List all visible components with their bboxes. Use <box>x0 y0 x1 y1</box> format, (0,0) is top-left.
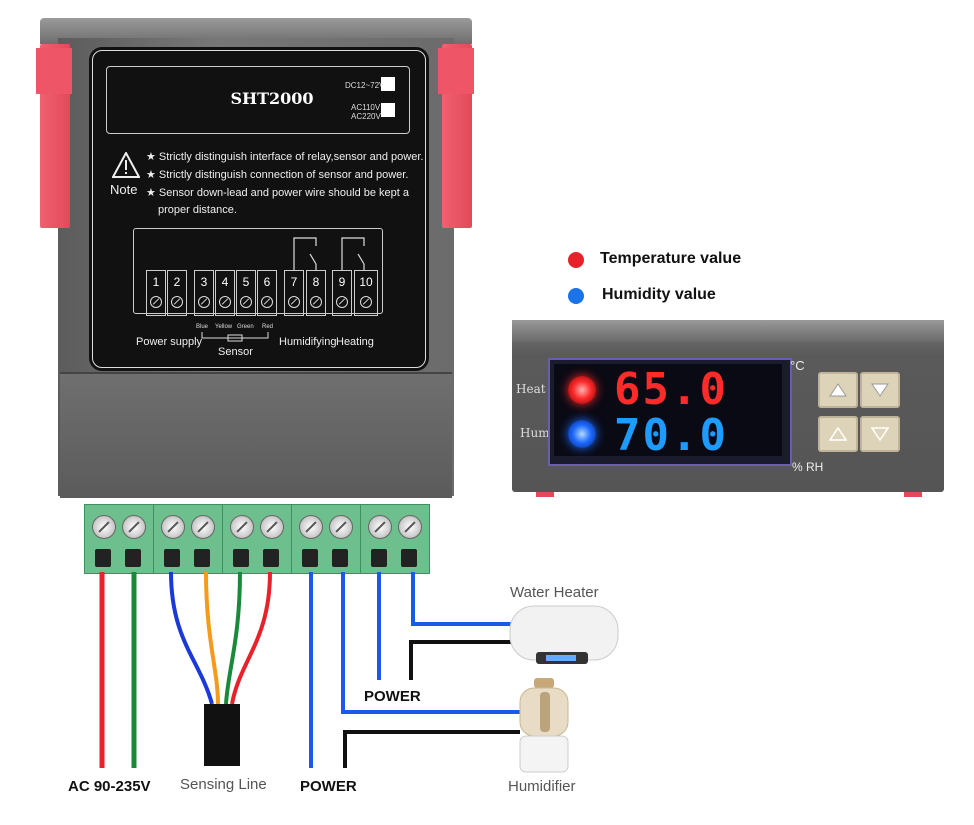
water-heater-image <box>509 605 619 664</box>
heat-led <box>568 376 596 404</box>
terminal-block-heating <box>360 504 430 574</box>
voltage-ac1-label: AC110V <box>351 103 381 112</box>
terminal-6: 6 <box>257 270 277 316</box>
terminal-block-humidifying <box>291 504 361 574</box>
relay-symbols <box>293 237 365 270</box>
unit-rh: % RH <box>792 460 824 474</box>
left-clip-tab <box>36 48 72 94</box>
sensor-bracket <box>201 332 269 342</box>
sensor-wire-yellow <box>204 571 220 705</box>
humidity-legend-label: Humidity value <box>602 286 716 303</box>
voltage-dc-checkbox <box>381 77 395 91</box>
hum-led <box>568 420 596 448</box>
down-set-button[interactable] <box>860 416 900 452</box>
heater-wire-blue <box>411 572 512 626</box>
terminal-8: 8 <box>306 270 326 316</box>
panel-foot-right <box>904 492 922 497</box>
terminal-block-power <box>84 504 154 574</box>
up-button[interactable] <box>818 372 858 408</box>
terminal-10: 10 <box>354 270 378 316</box>
terminal-diagram-frame <box>133 228 383 314</box>
power-label-middle: POWER <box>364 688 421 705</box>
sensor-wire-green-label: Green <box>237 324 254 330</box>
sensor-wire-blue <box>169 571 214 705</box>
humidifying-group-label: Humidifying <box>279 336 337 348</box>
humidifier-wire-black <box>343 730 520 768</box>
down-button[interactable] <box>860 372 900 408</box>
sensor-wire-yellow-label: Yellow <box>215 324 233 330</box>
note-line-1: ★ Strictly distinguish interface of rela… <box>146 151 424 163</box>
model-box: SHT2000 DC12~72V AC110V AC220V <box>106 66 410 134</box>
sensing-cable-sheath <box>204 704 240 766</box>
down-arrow-icon <box>871 383 889 397</box>
voltage-ac2-label: AC220V <box>351 112 381 121</box>
controller-body-lower <box>60 372 452 498</box>
power-label-bottom: POWER <box>300 778 357 795</box>
humidity-legend-dot <box>568 288 584 304</box>
terminal-block-sensor-b <box>222 504 292 574</box>
down-outline-arrow-icon <box>871 427 889 441</box>
power-supply-group-label: Power supply <box>136 336 203 348</box>
terminal-9: 9 <box>332 270 352 316</box>
temperature-readout: 65.0 <box>614 364 728 415</box>
water-heater-label: Water Heater <box>510 584 599 601</box>
sensor-wire-green <box>224 571 242 705</box>
humidity-readout: 70.0 <box>614 410 728 461</box>
note-line-4: proper distance. <box>158 204 237 216</box>
terminal-block-sensor-a <box>153 504 223 574</box>
sensor-wire-red-label: Red <box>262 324 274 330</box>
sensing-line-label: Sensing Line <box>180 776 267 793</box>
up-arrow-icon <box>829 383 847 397</box>
sensor-wire-red <box>230 571 272 705</box>
heat-indicator-label: Heat <box>516 382 546 396</box>
ac-voltage-label: AC 90-235V <box>68 778 151 795</box>
terminal-7: 7 <box>284 270 304 316</box>
note-line-3: ★ Sensor down-lead and power wire should… <box>146 187 410 199</box>
hum-indicator-label: Hum <box>520 426 550 440</box>
humidifier-wire-blue <box>341 572 520 714</box>
temperature-legend-dot <box>568 252 584 268</box>
panel-foot-left <box>536 492 554 497</box>
up-outline-arrow-icon <box>829 427 847 441</box>
humidifier-image <box>519 678 569 773</box>
terminal-1: 1 <box>146 270 166 316</box>
heater-wire-black <box>409 640 512 680</box>
model-name: SHT2000 <box>230 89 314 108</box>
temperature-legend-label: Temperature value <box>600 250 742 267</box>
up-set-button[interactable] <box>818 416 858 452</box>
voltage-ac-checkbox <box>381 103 395 117</box>
right-clip-tab <box>438 48 474 94</box>
note-line-2: ★ Strictly distinguish connection of sen… <box>146 169 409 181</box>
terminal-2: 2 <box>167 270 187 316</box>
voltage-dc-label: DC12~72V <box>345 81 385 90</box>
terminal-4: 4 <box>215 270 235 316</box>
note-word: Note <box>110 182 138 197</box>
unit-celsius: °C <box>790 358 805 373</box>
terminal-3: 3 <box>194 270 214 316</box>
humidifier-label: Humidifier <box>508 778 576 795</box>
warning-icon <box>112 152 140 178</box>
heating-group-label: Heating <box>336 336 374 348</box>
sensor-wire-blue-label: Blue <box>196 324 209 330</box>
sensor-group-label: Sensor <box>218 346 253 358</box>
terminal-5: 5 <box>236 270 256 316</box>
display-panel-top <box>512 320 944 342</box>
